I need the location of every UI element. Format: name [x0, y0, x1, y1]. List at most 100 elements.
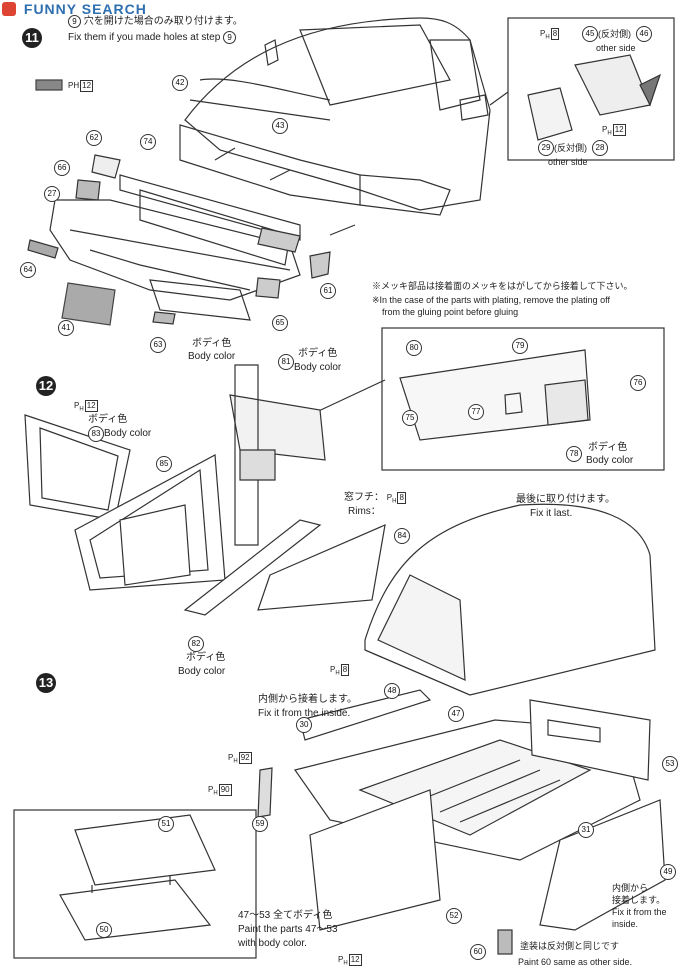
paint-12-value: 12 [348, 954, 362, 966]
step-11-note-en-text: Fix them if you made holes at step [68, 32, 221, 43]
paint-code-value: 12 [80, 80, 94, 92]
step-11-note-jp: 9 穴を開けた場合のみ取り付けます。 [68, 15, 243, 28]
right-inside-en-2: inside. [612, 919, 639, 929]
plating-note-en-2: from the gluing point before gluing [382, 307, 519, 317]
fix-last-jp: 最後に取り付けます。 [516, 494, 615, 505]
part-27: 27 [44, 186, 60, 202]
part-43: 43 [272, 118, 288, 134]
body-color-jp-78: ボディ色 [588, 442, 628, 453]
step-11-note-en: Fix them if you made holes at step 9 [68, 31, 237, 44]
part-82: 82 [188, 636, 204, 652]
part-29: 29 [538, 140, 554, 156]
part-52: 52 [446, 908, 462, 924]
part-61: 61 [320, 283, 336, 299]
watermark: FUNNY SEARCH [2, 1, 147, 17]
part-47: 47 [448, 706, 464, 722]
part-78: 78 [566, 446, 582, 462]
part-85: 85 [156, 456, 172, 472]
opposite-side-jp-2: (反対側) [554, 143, 587, 153]
rims-en: Rims： [348, 506, 381, 517]
range-en-1: Paint the parts 47〜53 [238, 924, 338, 935]
body-color-jp-11: ボディ色 [192, 338, 232, 349]
step-11-note-jp-text: 穴を開けた場合のみ取り付けます。 [83, 16, 243, 27]
inside-en: Fix it from the inside. [258, 708, 351, 719]
part-45: 45 [582, 26, 598, 42]
right-inside-jp-2: 接着します。 [612, 895, 666, 905]
part-64: 64 [20, 262, 36, 278]
body-color-en-11: Body color [188, 351, 236, 362]
rims-jp-text: 窓フチ： [344, 492, 384, 503]
part-50: 50 [96, 922, 112, 938]
plating-note-jp: ※メッキ部品は接着面のメッキをはがしてから接着して下さい。 [372, 281, 633, 291]
part-53: 53 [662, 756, 678, 772]
part-60: 60 [470, 944, 486, 960]
part-62: 62 [86, 130, 102, 146]
body-color-en-83: Body color [104, 428, 152, 439]
inside-jp: 内側から接着します。 [258, 694, 357, 705]
part-42: 42 [172, 75, 188, 91]
part-75: 75 [402, 410, 418, 426]
part-80: 80 [406, 340, 422, 356]
body-color-en-82: Body color [178, 666, 226, 677]
paint-label: PH [68, 81, 80, 90]
range-en-2: with body color. [238, 938, 307, 949]
step-12-badge: 12 [36, 376, 56, 396]
part-79: 79 [512, 338, 528, 354]
body-color-jp-83: ボディ色 [88, 414, 128, 425]
part-51: 51 [158, 816, 174, 832]
paint-92-value: 92 [238, 752, 252, 764]
body-color-jp-81: ボディ色 [298, 348, 338, 359]
plating-note-en-1: ※In the case of the parts with plating, … [372, 295, 611, 305]
part-76: 76 [630, 375, 646, 391]
rims-code: 8 [397, 492, 406, 504]
paint-90-value: 90 [218, 784, 232, 796]
part-48: 48 [384, 683, 400, 699]
part-84: 84 [394, 528, 410, 544]
bottom-note-jp: 塗装は反対側と同じです [520, 941, 620, 951]
bottom-note-en: Paint 60 same as other side. [518, 957, 633, 967]
part-28: 28 [592, 140, 608, 156]
part-81: 81 [278, 354, 294, 370]
body-color-en-78: Body color [586, 455, 634, 466]
mirror-paint-top-code: 8 [550, 28, 560, 40]
paint-code-12-value: 12 [84, 400, 98, 412]
step-13-badge: 13 [36, 673, 56, 693]
range-jp: 47〜53 全てボディ色 [238, 910, 333, 921]
right-inside-en-1: Fix it from the [612, 907, 667, 917]
step-ref-9: 9 [68, 15, 81, 28]
part-83: 83 [88, 426, 104, 442]
watermark-text: FUNNY SEARCH [23, 1, 147, 17]
body-color-jp-82: ボディ色 [186, 652, 226, 663]
logo-icon [2, 2, 16, 16]
part-65: 65 [272, 315, 288, 331]
part-30: 30 [296, 717, 312, 733]
part-46: 46 [636, 26, 652, 42]
part-41: 41 [58, 320, 74, 336]
paint-8-value: 8 [340, 664, 350, 676]
step-11-badge: 11 [22, 28, 42, 48]
fix-last-en: Fix it last. [530, 508, 573, 519]
part-59: 59 [252, 816, 268, 832]
part-66: 66 [54, 160, 70, 176]
other-side-1: other side [596, 43, 636, 53]
opposite-side-jp-1: (反対側) [598, 29, 631, 39]
part-49: 49 [660, 864, 676, 880]
part-74: 74 [140, 134, 156, 150]
mirror-paint-bottom-code: 12 [612, 124, 626, 136]
other-side-2: other side [548, 157, 588, 167]
part-31: 31 [578, 822, 594, 838]
step-ref-9-en: 9 [223, 31, 237, 44]
part-77: 77 [468, 404, 484, 420]
body-color-en-81: Body color [294, 362, 342, 373]
